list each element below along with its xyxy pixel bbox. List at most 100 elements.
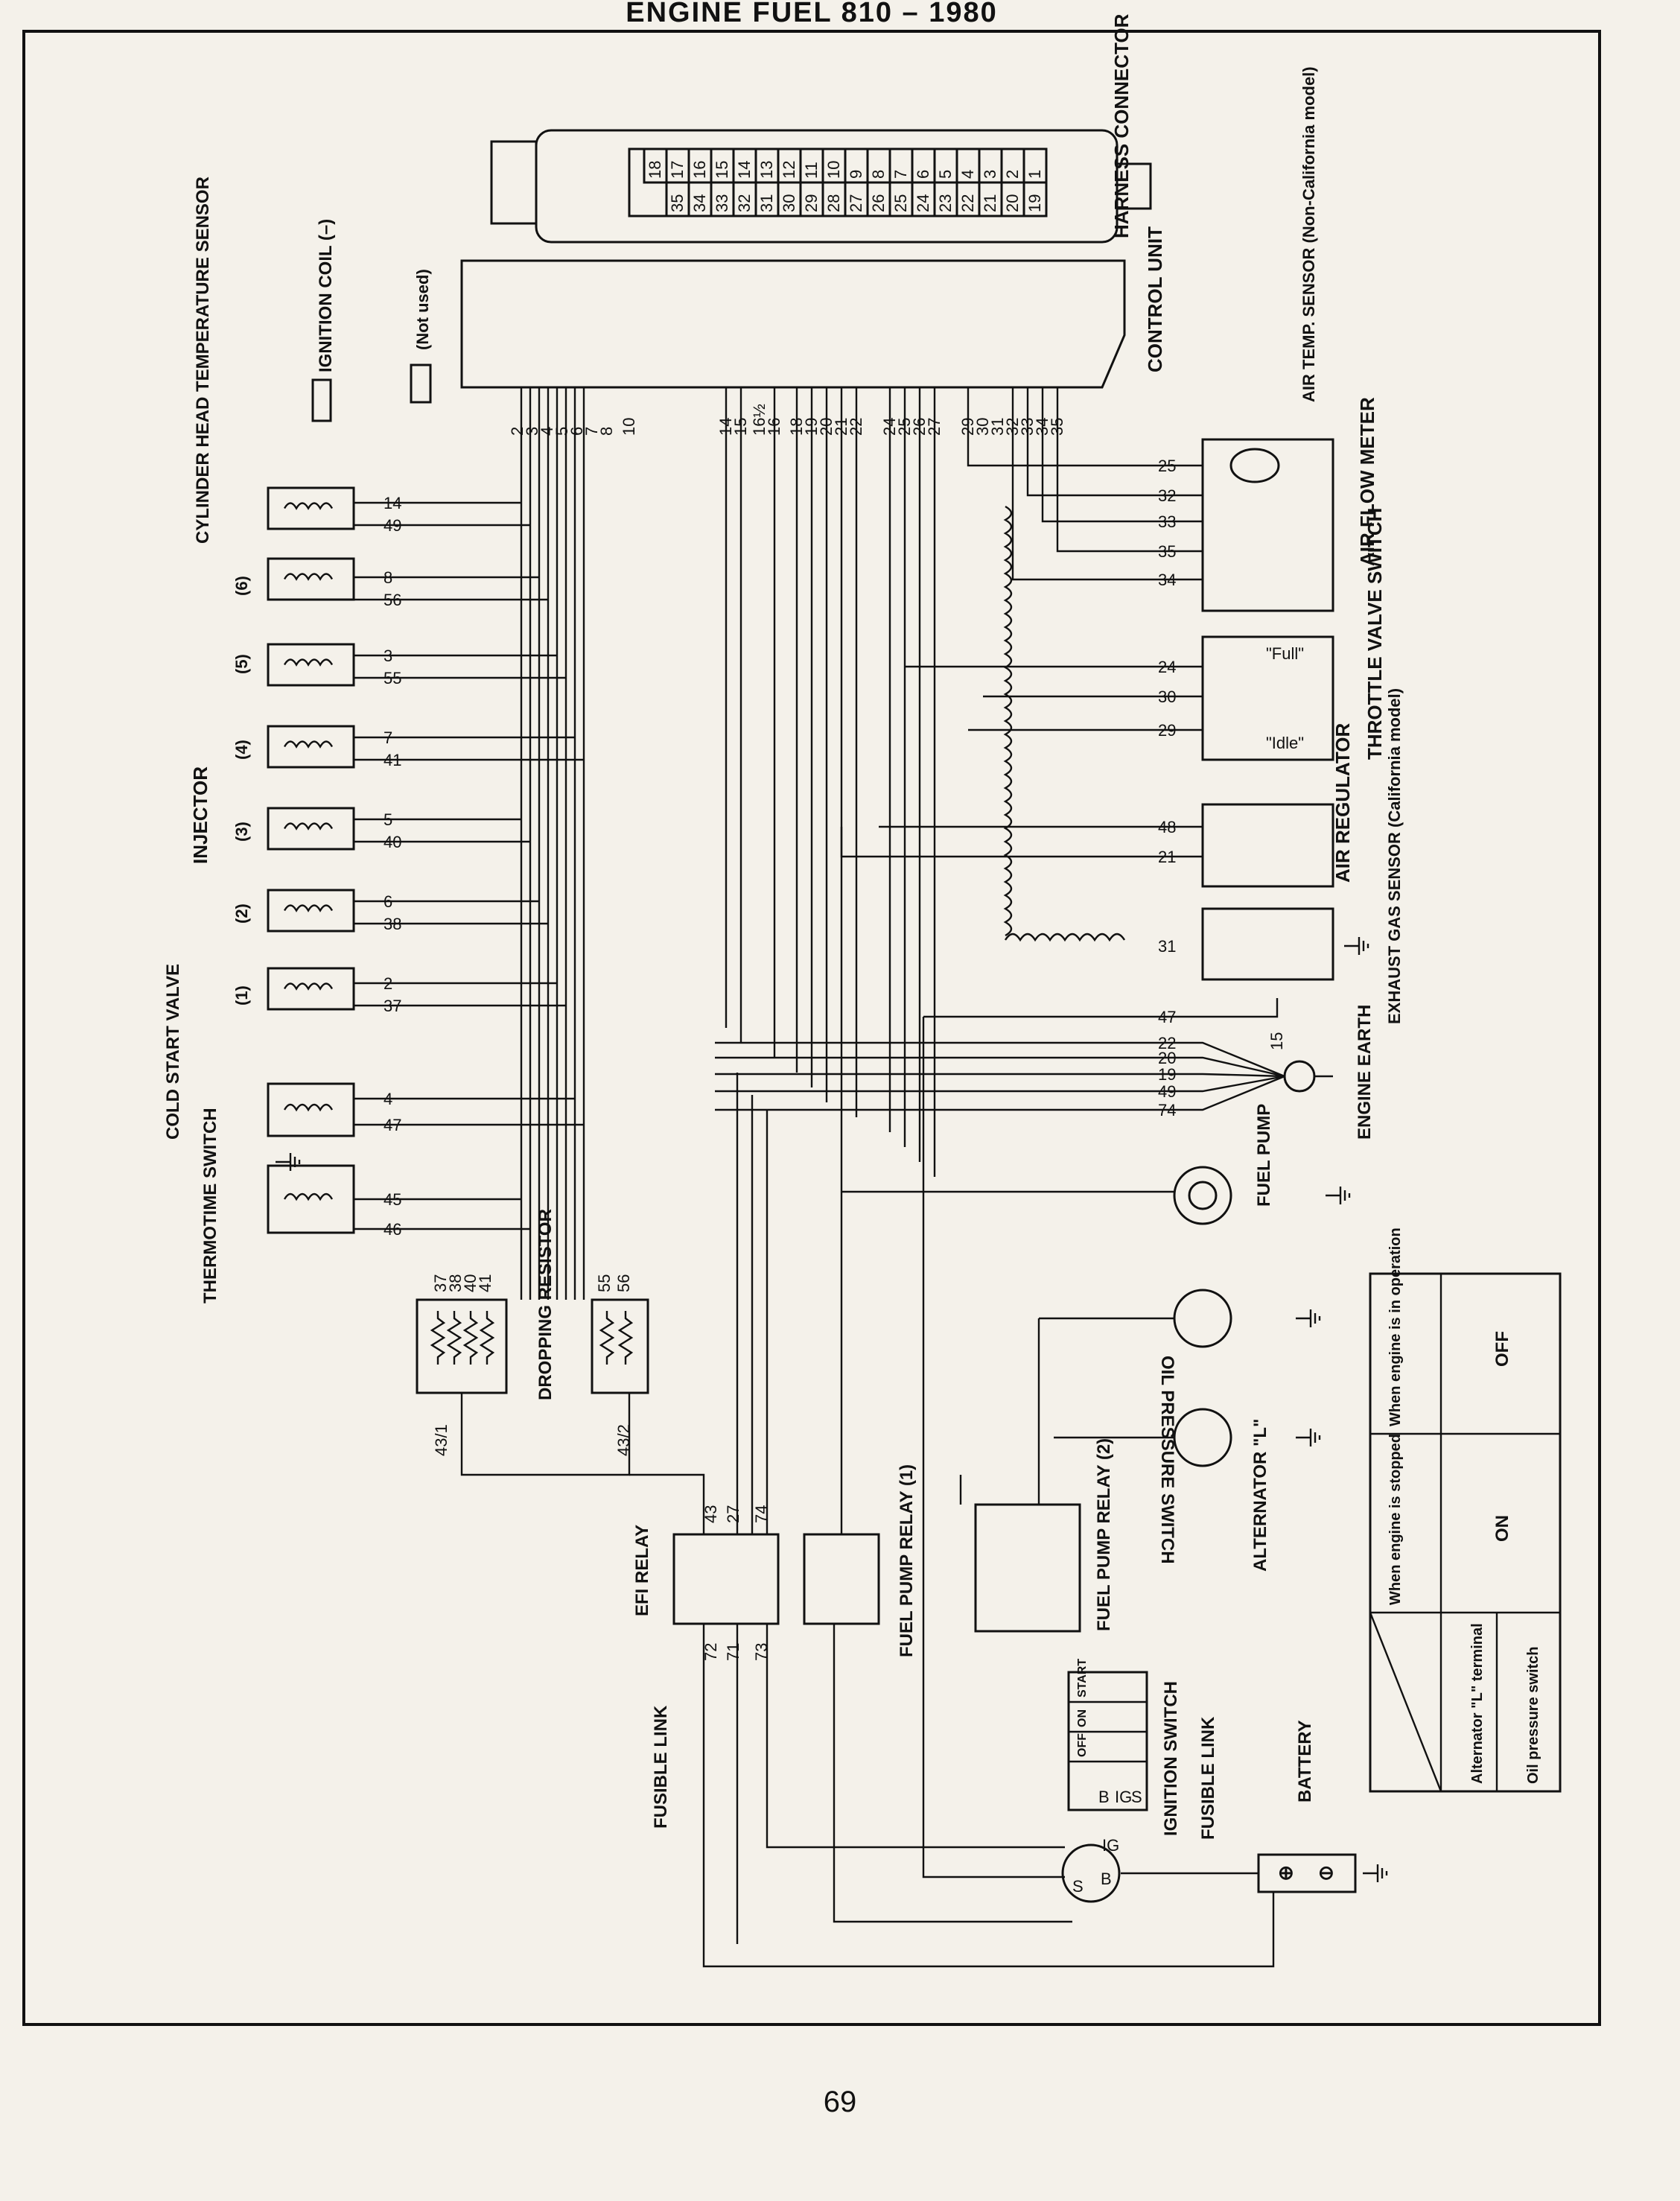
wire-number: 35 <box>1158 542 1176 561</box>
connector-cell <box>643 147 668 184</box>
connector-cell <box>710 181 735 217</box>
wire-number: 15 <box>1267 1032 1286 1050</box>
connector-pin-number: 24 <box>914 194 932 212</box>
connector-pin-number: 14 <box>735 161 754 179</box>
connector-pin-number: 21 <box>981 194 999 212</box>
relay-pin-number: 43 <box>701 1505 720 1523</box>
relay-pin-number: 27 <box>724 1505 742 1523</box>
idle-position-label: "Idle" <box>1266 734 1304 752</box>
relay-pin-number: 74 <box>752 1505 771 1523</box>
ign-table-header: OFF <box>1076 1733 1089 1757</box>
connector-cell <box>754 181 780 217</box>
injector-3 <box>267 807 355 851</box>
connector-pin-number: 34 <box>690 194 709 212</box>
throttle-valve-switch-label: THROTTLE VALVE SWITCH <box>1364 508 1386 760</box>
connector-pin-number: 22 <box>958 194 977 212</box>
injector-label: INJECTOR <box>189 766 211 864</box>
wire-number: 24 <box>1158 658 1176 676</box>
injector-number: (3) <box>232 822 251 842</box>
control-unit-pin-number: 8 <box>597 427 616 436</box>
shield-coil <box>1003 505 1013 937</box>
control-unit-pin-number: 4 <box>538 427 556 436</box>
wire-number: 41 <box>384 751 401 769</box>
ign-table-row-label: B <box>1098 1788 1110 1806</box>
wire-number: 49 <box>1158 1082 1176 1101</box>
status-table: When engine is in operation When engine … <box>1369 1227 1562 1793</box>
ign-terminal-label: B <box>1101 1870 1112 1888</box>
wire-number: 55 <box>384 669 401 687</box>
connector-pin-number: 6 <box>914 170 932 179</box>
connector-pin-number: 25 <box>891 194 910 212</box>
connector-cell <box>665 181 690 217</box>
connector-pin-number: 10 <box>824 161 843 179</box>
injector-number: (4) <box>232 740 251 760</box>
engine-earth-label: ENGINE EARTH <box>1355 1005 1375 1140</box>
wire <box>715 1056 1285 1078</box>
connector-cell <box>665 147 690 184</box>
ign-terminal-label: S <box>1072 1877 1084 1896</box>
not-used-label: (Not used) <box>413 269 432 350</box>
fusible-link-2-label: FUSIBLE LINK <box>1198 1716 1218 1840</box>
connector-pin-number: 12 <box>780 161 798 179</box>
fuel-pump-relay-2 <box>974 1503 1081 1633</box>
connector-pin-number: 17 <box>668 161 687 179</box>
fuel-pump-label: FUEL PUMP <box>1254 1104 1274 1207</box>
wire <box>702 1624 1275 1968</box>
harness-connector-label: HARNESS CONNECTOR <box>1110 13 1133 238</box>
connector-pin-number: 11 <box>802 162 821 179</box>
wire <box>923 998 1279 1018</box>
cyl-head-temp-label: CYLINDER HEAD TEMPERATURE SENSOR <box>193 177 213 544</box>
ign-table-row-label: IG <box>1115 1788 1132 1806</box>
wire-number: 56 <box>614 1274 633 1292</box>
wire <box>766 1624 1065 1849</box>
junction-number: 43/2 <box>614 1424 633 1456</box>
diagram-frame <box>22 30 1601 2026</box>
ignition-coil <box>311 378 332 422</box>
connector-cell <box>955 181 981 217</box>
injector-number: (1) <box>232 985 251 1006</box>
engine-earth <box>1283 1060 1316 1093</box>
wire-number: 47 <box>1158 1008 1176 1026</box>
page-title: ENGINE FUEL 810 – 1980 <box>626 0 998 28</box>
wire-number: 55 <box>595 1274 614 1292</box>
ground-icon <box>1326 1187 1351 1204</box>
wire-number: 38 <box>446 1274 465 1292</box>
battery-minus-icon: ⊖ <box>1318 1861 1334 1884</box>
wire-number: 56 <box>384 591 401 609</box>
relay-pin-number: 71 <box>724 1643 742 1661</box>
connector-cell <box>732 147 757 184</box>
ground-icon <box>1363 1864 1388 1882</box>
connector-cell <box>1022 181 1048 217</box>
ign-table-header: ON <box>1076 1709 1089 1727</box>
ign-table-row-label: S <box>1131 1788 1142 1806</box>
connector-cell <box>799 147 824 184</box>
harness-connector: 1234567891011121314151617181920212223242… <box>490 129 1152 244</box>
ign-table-header: START <box>1076 1659 1089 1697</box>
air-temp-sensor-label: AIR TEMP. SENSOR (Non-California model) <box>1299 66 1318 402</box>
connector-pin-number: 32 <box>735 194 754 212</box>
wire-number: 22 <box>1158 1034 1176 1052</box>
efi-relay <box>672 1533 780 1625</box>
cold-start-valve <box>267 1082 355 1137</box>
junction-number: 43/1 <box>432 1424 451 1456</box>
resistor-icon <box>462 1311 479 1365</box>
connector-cell <box>732 181 757 217</box>
thermotime-switch-label: THERMOTIME SWITCH <box>200 1108 220 1303</box>
wire-number: 40 <box>384 833 401 851</box>
wire-number: 34 <box>1158 571 1176 589</box>
control-unit-pin-number: 6 <box>567 427 586 436</box>
control-unit-pin-number: 7 <box>582 427 601 436</box>
coil-icon <box>283 904 334 912</box>
connector-pin-number: 20 <box>1003 194 1022 212</box>
wire-number: 37 <box>431 1274 450 1292</box>
exhaust-gas-sensor <box>1201 907 1334 981</box>
oil-pressure-switch-label: OIL PRESSURE SWITCH <box>1157 1356 1177 1564</box>
oil-pressure-switch <box>1173 1289 1232 1348</box>
battery <box>1257 1853 1357 1893</box>
wire-number: 32 <box>1158 486 1176 505</box>
control-unit-pin-number: 10 <box>620 418 638 436</box>
exhaust-gas-sensor-label: EXHAUST GAS SENSOR (California model) <box>1385 688 1404 1024</box>
wire-number: 25 <box>1158 457 1176 475</box>
unused-terminal <box>410 363 432 404</box>
